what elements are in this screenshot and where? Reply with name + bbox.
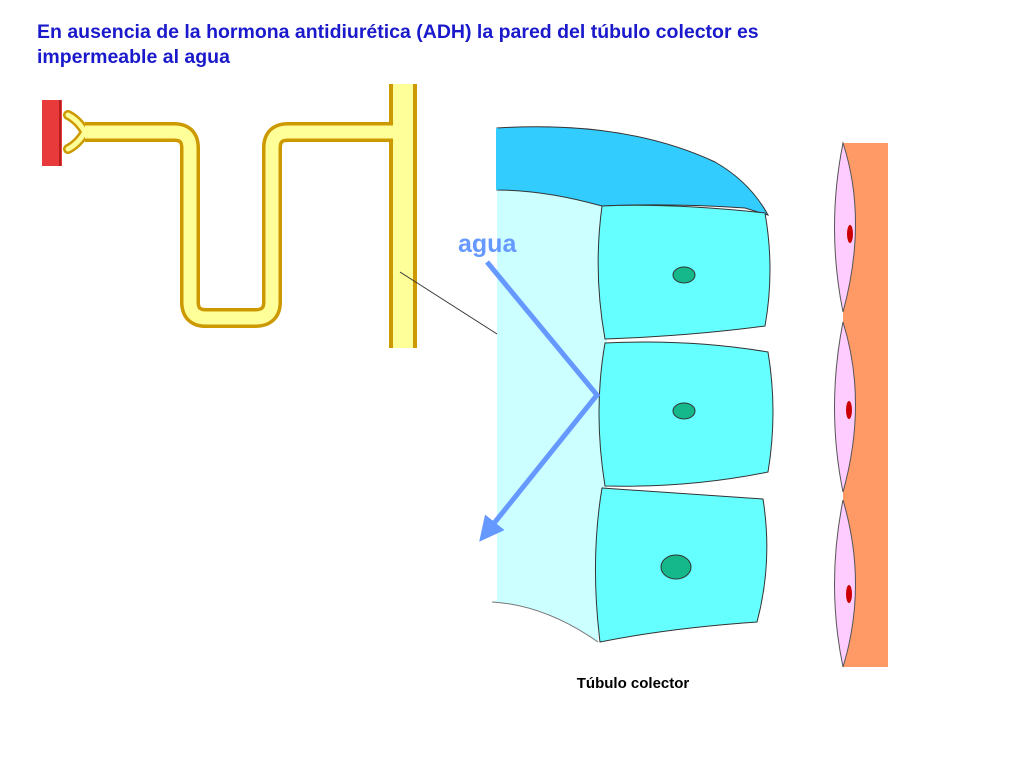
tubule-caption: Túbulo colector: [577, 675, 690, 692]
tubule-lumen-body: [497, 190, 607, 600]
collecting-tubule-section: [491, 126, 774, 643]
apical-membrane-band: [496, 126, 770, 216]
water-flow-arrow: [479, 260, 601, 542]
endothelial-cell-2: [834, 321, 856, 493]
epithelial-cell-2-nucleus: [672, 402, 696, 420]
endothelial-cell-3-nucleus: [846, 585, 852, 603]
epithelial-cell-1-nucleus: [672, 266, 696, 284]
water-label: agua: [458, 230, 517, 258]
lumen-lower-edge: [491, 601, 599, 643]
nephron-schematic: [42, 84, 417, 348]
epithelial-cell-3-nucleus: [660, 554, 692, 580]
renal-capsule: [42, 100, 62, 166]
endothelial-cell-1: [834, 141, 856, 313]
endothelial-cell-2-nucleus: [846, 401, 852, 419]
endothelial-cell-1-nucleus: [847, 225, 853, 243]
endothelial-cell-3: [834, 499, 856, 668]
zoom-leader-line: [399, 271, 509, 342]
nephron-loop-outline: [85, 122, 403, 328]
slide-title: En ausencia de la hormona antidiurética …: [37, 21, 759, 68]
peritubular-capillary: [834, 141, 888, 668]
nephron-loop: [85, 125, 403, 325]
